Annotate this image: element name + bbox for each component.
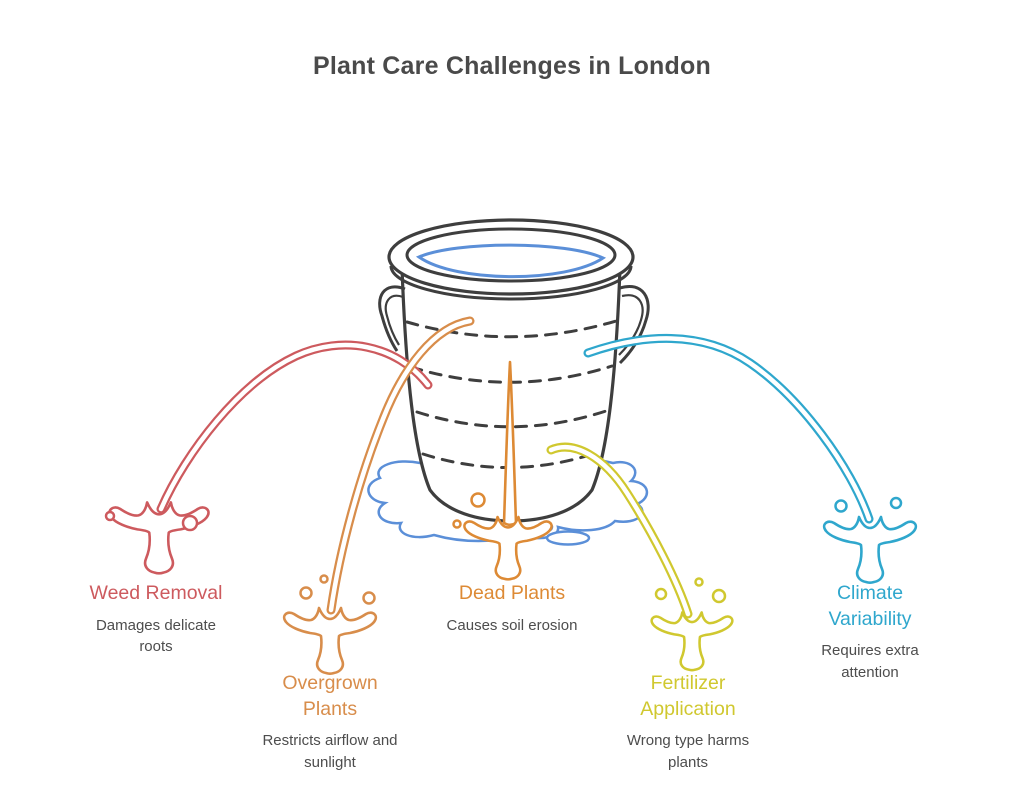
climate-variability-stream <box>583 334 874 524</box>
climate-variability-splash-icon <box>822 496 918 585</box>
challenge-desc-fertilizer-application: Wrong type harms plants <box>626 732 750 772</box>
challenge-title-weed-removal: Weed Removal <box>89 582 223 604</box>
bucket-handle-left <box>378 285 406 352</box>
challenge-weed-removal: Weed Removal Damages delicate roots <box>36 581 276 658</box>
challenge-title-fertilizer-application: Fertilizer Application <box>640 672 736 720</box>
challenge-climate-variability: Climate Variability Requires extra atten… <box>770 581 970 684</box>
challenge-title-dead-plants: Dead Plants <box>458 582 566 604</box>
fertilizer-application-stream <box>546 442 693 619</box>
challenge-title-overgrown-plants: Overgrown Plants <box>282 672 378 720</box>
challenge-fertilizer-application: Fertilizer Application Wrong type harms … <box>588 671 788 774</box>
weed-removal-splash-icon <box>104 501 210 575</box>
bucket-water-surface <box>415 243 607 279</box>
page-title: Plant Care Challenges in London <box>313 52 711 80</box>
challenge-title-climate-variability: Climate Variability <box>828 582 912 630</box>
challenge-dead-plants: Dead Plants Causes soil erosion <box>402 581 622 636</box>
overgrown-plants-stream <box>326 316 475 615</box>
fertilizer-application-splash-icon <box>650 577 734 672</box>
bucket-handle-right <box>618 285 650 365</box>
weed-removal-stream <box>156 340 433 514</box>
challenge-overgrown-plants: Overgrown Plants Restricts airflow and s… <box>230 671 430 774</box>
challenge-desc-weed-removal: Damages delicate roots <box>95 616 217 656</box>
dead-plants-splash-icon <box>452 492 553 581</box>
overgrown-plants-splash-icon <box>282 574 378 676</box>
challenge-desc-overgrown-plants: Restricts airflow and sunlight <box>262 732 398 772</box>
challenge-desc-climate-variability: Requires extra attention <box>821 642 919 682</box>
bucket-rim-bottom-edge <box>389 265 633 301</box>
challenge-desc-dead-plants: Causes soil erosion <box>446 616 578 634</box>
